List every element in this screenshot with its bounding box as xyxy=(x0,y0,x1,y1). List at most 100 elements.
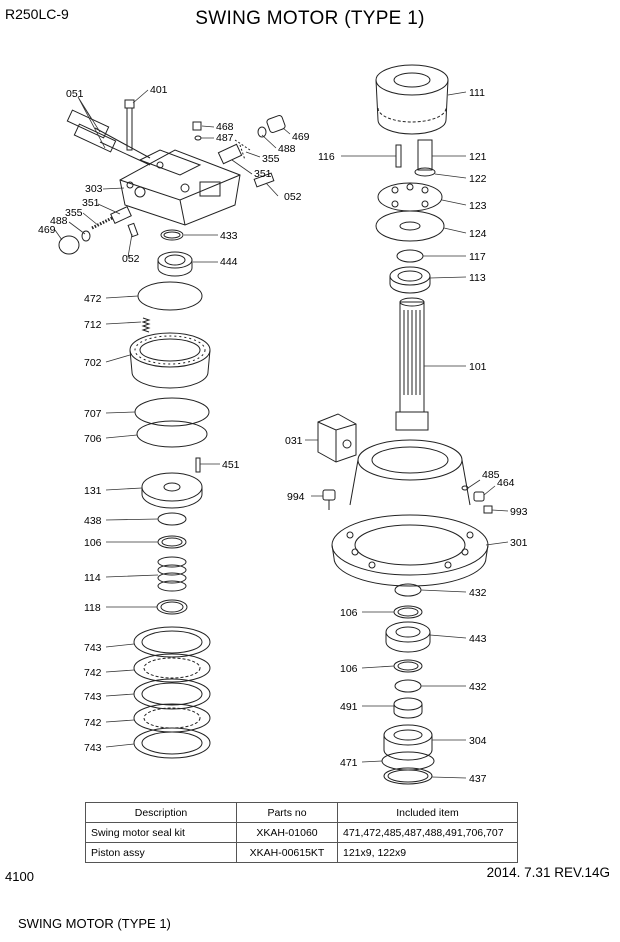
table-cell-included-item: 121x9, 122x9 xyxy=(337,842,518,863)
collar-491 xyxy=(393,697,423,719)
page-number: 4100 xyxy=(5,869,34,884)
fitting-052-top xyxy=(253,172,275,188)
table-header-row: Description Parts no Included item xyxy=(85,802,518,823)
snap-ring-432-lower xyxy=(394,679,422,693)
table-cell-parts-no: XKAH-00615KT xyxy=(236,842,338,863)
brake-piston-702 xyxy=(129,332,211,389)
table-row: Piston assy XKAH-00615KT 121x9, 122x9 xyxy=(85,842,518,863)
callout-433: 433 xyxy=(220,230,238,242)
column-header-parts-no: Parts no xyxy=(236,802,338,823)
drive-shaft-101 xyxy=(395,297,429,431)
table-row: Swing motor seal kit XKAH-01060 471,472,… xyxy=(85,822,518,843)
spring-712 xyxy=(141,317,151,333)
callout-485: 485 xyxy=(482,469,500,481)
friction-plates-743-742 xyxy=(133,626,211,759)
plug-469-right xyxy=(234,115,286,161)
oring-706 xyxy=(136,420,208,448)
callout-471: 471 xyxy=(340,757,358,769)
oring-471 xyxy=(381,751,435,771)
callout-438: 438 xyxy=(84,515,102,527)
snap-ring-433 xyxy=(160,229,184,241)
snap-ring-437 xyxy=(383,767,433,785)
plug-469-left xyxy=(58,206,132,255)
column-header-included-item: Included item xyxy=(337,802,518,823)
snap-ring-117 xyxy=(396,249,424,263)
seal-kit-table: Description Parts no Included item Swing… xyxy=(85,802,518,863)
piston-121 xyxy=(414,139,436,177)
oring-487 xyxy=(194,135,202,141)
bearing-444 xyxy=(157,251,193,277)
callout-304: 304 xyxy=(469,735,487,747)
callout-707: 707 xyxy=(84,408,102,420)
callout-117: 117 xyxy=(469,251,486,263)
callout-437: 437 xyxy=(469,773,487,785)
housing-301 xyxy=(331,439,489,587)
callout-469-right: 469 xyxy=(292,131,310,143)
callout-468: 468 xyxy=(216,121,234,133)
callout-031: 031 xyxy=(285,435,303,447)
callout-742-b: 742 xyxy=(84,717,102,729)
table-cell-parts-no: XKAH-01060 xyxy=(236,822,338,843)
plug-468 xyxy=(192,121,202,131)
page-title: SWING MOTOR (TYPE 1) xyxy=(195,8,425,29)
callout-052-bottom: 052 xyxy=(122,253,140,265)
leader-lines xyxy=(54,89,509,779)
callout-488-right: 488 xyxy=(278,143,296,155)
washer-106-right-lower xyxy=(393,659,423,673)
oring-707 xyxy=(134,397,210,427)
callout-702: 702 xyxy=(84,357,102,369)
callout-451: 451 xyxy=(222,459,240,471)
snap-ring-438 xyxy=(157,512,187,526)
washer-106-right-upper xyxy=(393,605,423,619)
fitting-052-bottom xyxy=(127,222,139,238)
washer-118 xyxy=(156,599,188,615)
callout-443: 443 xyxy=(469,633,487,645)
spring-114 xyxy=(157,556,187,592)
callout-706: 706 xyxy=(84,433,102,445)
callout-401: 401 xyxy=(150,84,168,96)
callout-122: 122 xyxy=(469,173,487,185)
pin-116 xyxy=(395,144,402,168)
footer-caption: SWING MOTOR (TYPE 1) xyxy=(18,916,171,931)
callout-106-right-upper: 106 xyxy=(340,607,358,619)
callout-432-lower: 432 xyxy=(469,681,487,693)
callout-301: 301 xyxy=(510,537,528,549)
table-cell-description: Piston assy xyxy=(85,842,237,863)
relief-valves-051 xyxy=(66,109,151,166)
callout-116: 116 xyxy=(318,151,335,163)
callout-351-left: 351 xyxy=(82,197,100,209)
callout-106-right-lower: 106 xyxy=(340,663,358,675)
callout-355-left: 355 xyxy=(65,207,83,219)
table-cell-description: Swing motor seal kit xyxy=(85,822,237,843)
callout-303: 303 xyxy=(85,183,103,195)
callout-123: 123 xyxy=(469,200,487,212)
callout-351-right: 351 xyxy=(254,168,272,180)
callout-101: 101 xyxy=(469,361,487,373)
callout-118: 118 xyxy=(84,602,101,614)
retainer-plate-123 xyxy=(377,182,443,212)
bearing-113 xyxy=(389,266,431,294)
callout-131: 131 xyxy=(84,485,102,497)
shoe-plate-124 xyxy=(375,210,445,242)
callout-487: 487 xyxy=(216,132,234,144)
callout-743-b: 743 xyxy=(84,691,102,703)
callout-712: 712 xyxy=(84,319,102,331)
callout-444: 444 xyxy=(220,256,238,268)
washer-106-left xyxy=(157,535,187,549)
table-cell-included-item: 471,472,485,487,488,491,706,707 xyxy=(337,822,518,843)
valve-plate-131 xyxy=(141,472,203,509)
callout-488-left: 488 xyxy=(50,215,68,227)
oring-472 xyxy=(137,281,203,311)
callout-464: 464 xyxy=(497,477,515,489)
pin-451 xyxy=(195,457,201,473)
callout-111: 111 xyxy=(469,87,485,99)
callout-469-left: 469 xyxy=(38,224,56,236)
bolt-401 xyxy=(124,99,135,151)
plug-993 xyxy=(483,505,493,514)
bearing-443 xyxy=(385,621,431,653)
callout-743-a: 743 xyxy=(84,642,102,654)
callout-114: 114 xyxy=(84,572,101,584)
callout-472: 472 xyxy=(84,293,102,305)
callout-124: 124 xyxy=(469,228,487,240)
